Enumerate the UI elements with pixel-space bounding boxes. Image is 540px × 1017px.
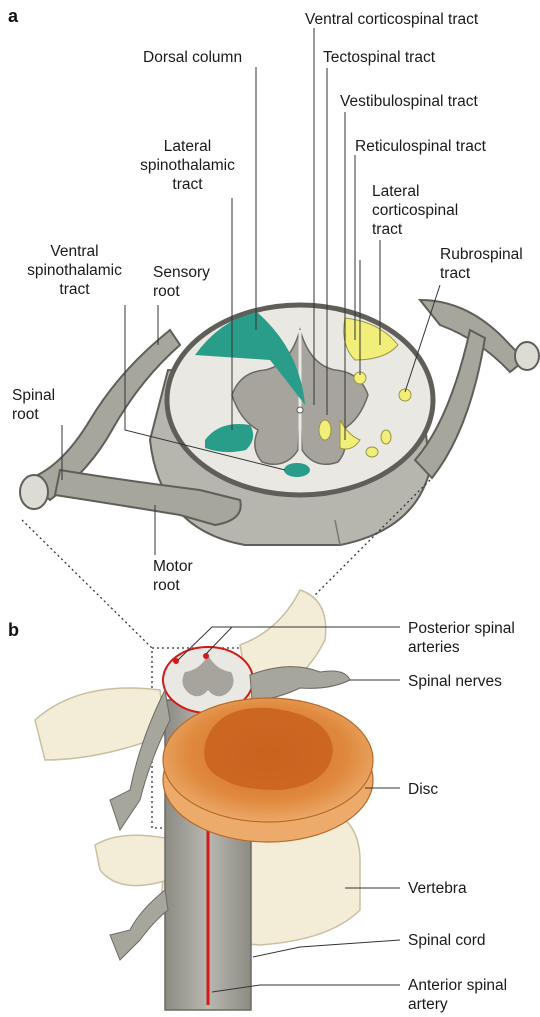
label-sensory-root: Sensory root — [153, 263, 210, 301]
label-vertebra: Vertebra — [408, 879, 467, 898]
lower-spinal-nerve-left — [110, 890, 168, 960]
label-ventral-corticospinal-tract: Ventral corticospinal tract — [305, 10, 478, 29]
label-reticulospinal-tract: Reticulospinal tract — [355, 137, 486, 156]
label-spinal-nerves: Spinal nerves — [408, 672, 502, 691]
label-spinal-cord: Spinal cord — [408, 931, 486, 950]
label-lateral-spinothalamic-tract: Lateral spinothalamic tract — [120, 137, 255, 194]
posterior-spinal-artery-dot-left — [173, 658, 179, 664]
right-nerve-cut-end — [515, 342, 539, 370]
lower-process-left — [95, 835, 168, 885]
label-rubrospinal-tract: Rubrospinal tract — [440, 245, 523, 283]
panel-label-b: b — [8, 620, 19, 641]
left-nerve-cut-end — [20, 475, 48, 509]
spinal-nerves-right — [250, 667, 350, 700]
ventral-corticospinal-tract — [319, 420, 331, 440]
label-ventral-spinothalamic-tract: Ventral spinothalamic tract — [12, 242, 137, 299]
panel-b-drawing — [35, 590, 400, 1010]
panel-label-a: a — [8, 6, 18, 27]
label-lateral-corticospinal-tract: Lateral corticospinal tract — [372, 182, 458, 239]
label-vestibulospinal-tract: Vestibulospinal tract — [340, 92, 478, 111]
label-disc: Disc — [408, 780, 438, 799]
tectospinal-tract — [381, 430, 391, 444]
label-anterior-spinal-artery: Anterior spinal artery — [408, 976, 507, 1014]
ventral-spinothalamic-tract — [284, 463, 310, 477]
vestibulospinal-tract — [366, 447, 378, 457]
label-dorsal-column: Dorsal column — [143, 48, 242, 67]
label-tectospinal-tract: Tectospinal tract — [323, 48, 435, 67]
label-motor-root: Motor root — [153, 557, 193, 595]
label-posterior-spinal-arteries: Posterior spinal arteries — [408, 619, 515, 657]
label-spinal-root: Spinal root — [12, 386, 55, 424]
